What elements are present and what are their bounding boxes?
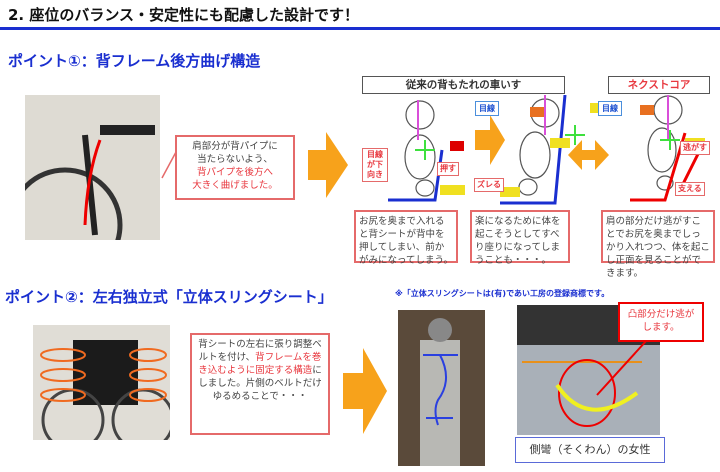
label-support: 支える xyxy=(675,182,705,196)
label-push: 押す xyxy=(437,162,459,176)
callout-text: 当たらないよう、 xyxy=(197,154,273,165)
description-2: 楽になるために体を起こそうとしてすべり座りになってしまうことも・・・。 xyxy=(470,210,570,266)
right-arrow-icon xyxy=(308,132,348,198)
label-gaze-down: 目線が下向き xyxy=(362,148,388,182)
callout-text: にしました。片側のベルトだけゆるめることで・・・ xyxy=(198,365,322,402)
label-gaze: 目線 xyxy=(598,101,622,116)
title-divider xyxy=(0,27,720,30)
sling-seat-photo xyxy=(33,325,170,440)
trademark-note: ※「立体スリングシートは(有)であい工房の登録商標です。 xyxy=(395,289,610,298)
callout-highlight: 背フレームを巻き込むように固定する構造 xyxy=(198,352,322,376)
wheelchair-back-frame-photo xyxy=(25,95,160,240)
photo-caption: 側彎（そくわん）の女性 xyxy=(515,437,665,463)
callout-text: 背シートの左右に張り調整ベルトを付け、 xyxy=(198,339,322,363)
right-arrow-icon xyxy=(343,348,387,434)
conventional-header: 従来の背もたれの車いす xyxy=(362,76,565,94)
point2-heading: ポイント②：左右独立式「立体スリングシート」 xyxy=(5,288,333,306)
description-1: お尻を奥まで入れると背シートが背中を押してしまい、前かがみになってしまう。 xyxy=(354,210,458,266)
point1-heading: ポイント①：背フレーム後方曲げ構造 xyxy=(8,52,261,70)
point1-callout: 肩部分が背パイプに 当たらないよう、 背パイプを後方へ 大きく曲げました。 xyxy=(175,135,295,200)
label-slip: ズレる xyxy=(474,178,504,192)
label-gaze: 目線 xyxy=(475,101,499,116)
description-3: 肩の部分だけ逃がすことでお尻を奥までしっかり入れつつ、体を起こし正面を見ることが… xyxy=(601,210,715,279)
person-back-photo xyxy=(398,310,485,466)
nextcore-header: ネクストコア xyxy=(608,76,710,94)
posture-diagram xyxy=(388,95,705,205)
bump-callout: 凸部分だけ逃がします。 xyxy=(618,302,704,342)
callout-pointer xyxy=(161,151,177,179)
callout-text: 肩部分が背パイプに xyxy=(192,141,278,152)
label-release: 逃がす xyxy=(680,141,710,155)
point2-callout: 背シートの左右に張り調整ベルトを付け、背フレームを巻き込むように固定する構造にし… xyxy=(190,333,330,435)
section-title: 2. 座位のバランス・安定性にも配慮した設計です！ xyxy=(8,6,360,24)
callout-highlight: 大きく曲げました。 xyxy=(192,180,278,191)
callout-highlight: 背パイプを後方へ xyxy=(196,167,273,178)
